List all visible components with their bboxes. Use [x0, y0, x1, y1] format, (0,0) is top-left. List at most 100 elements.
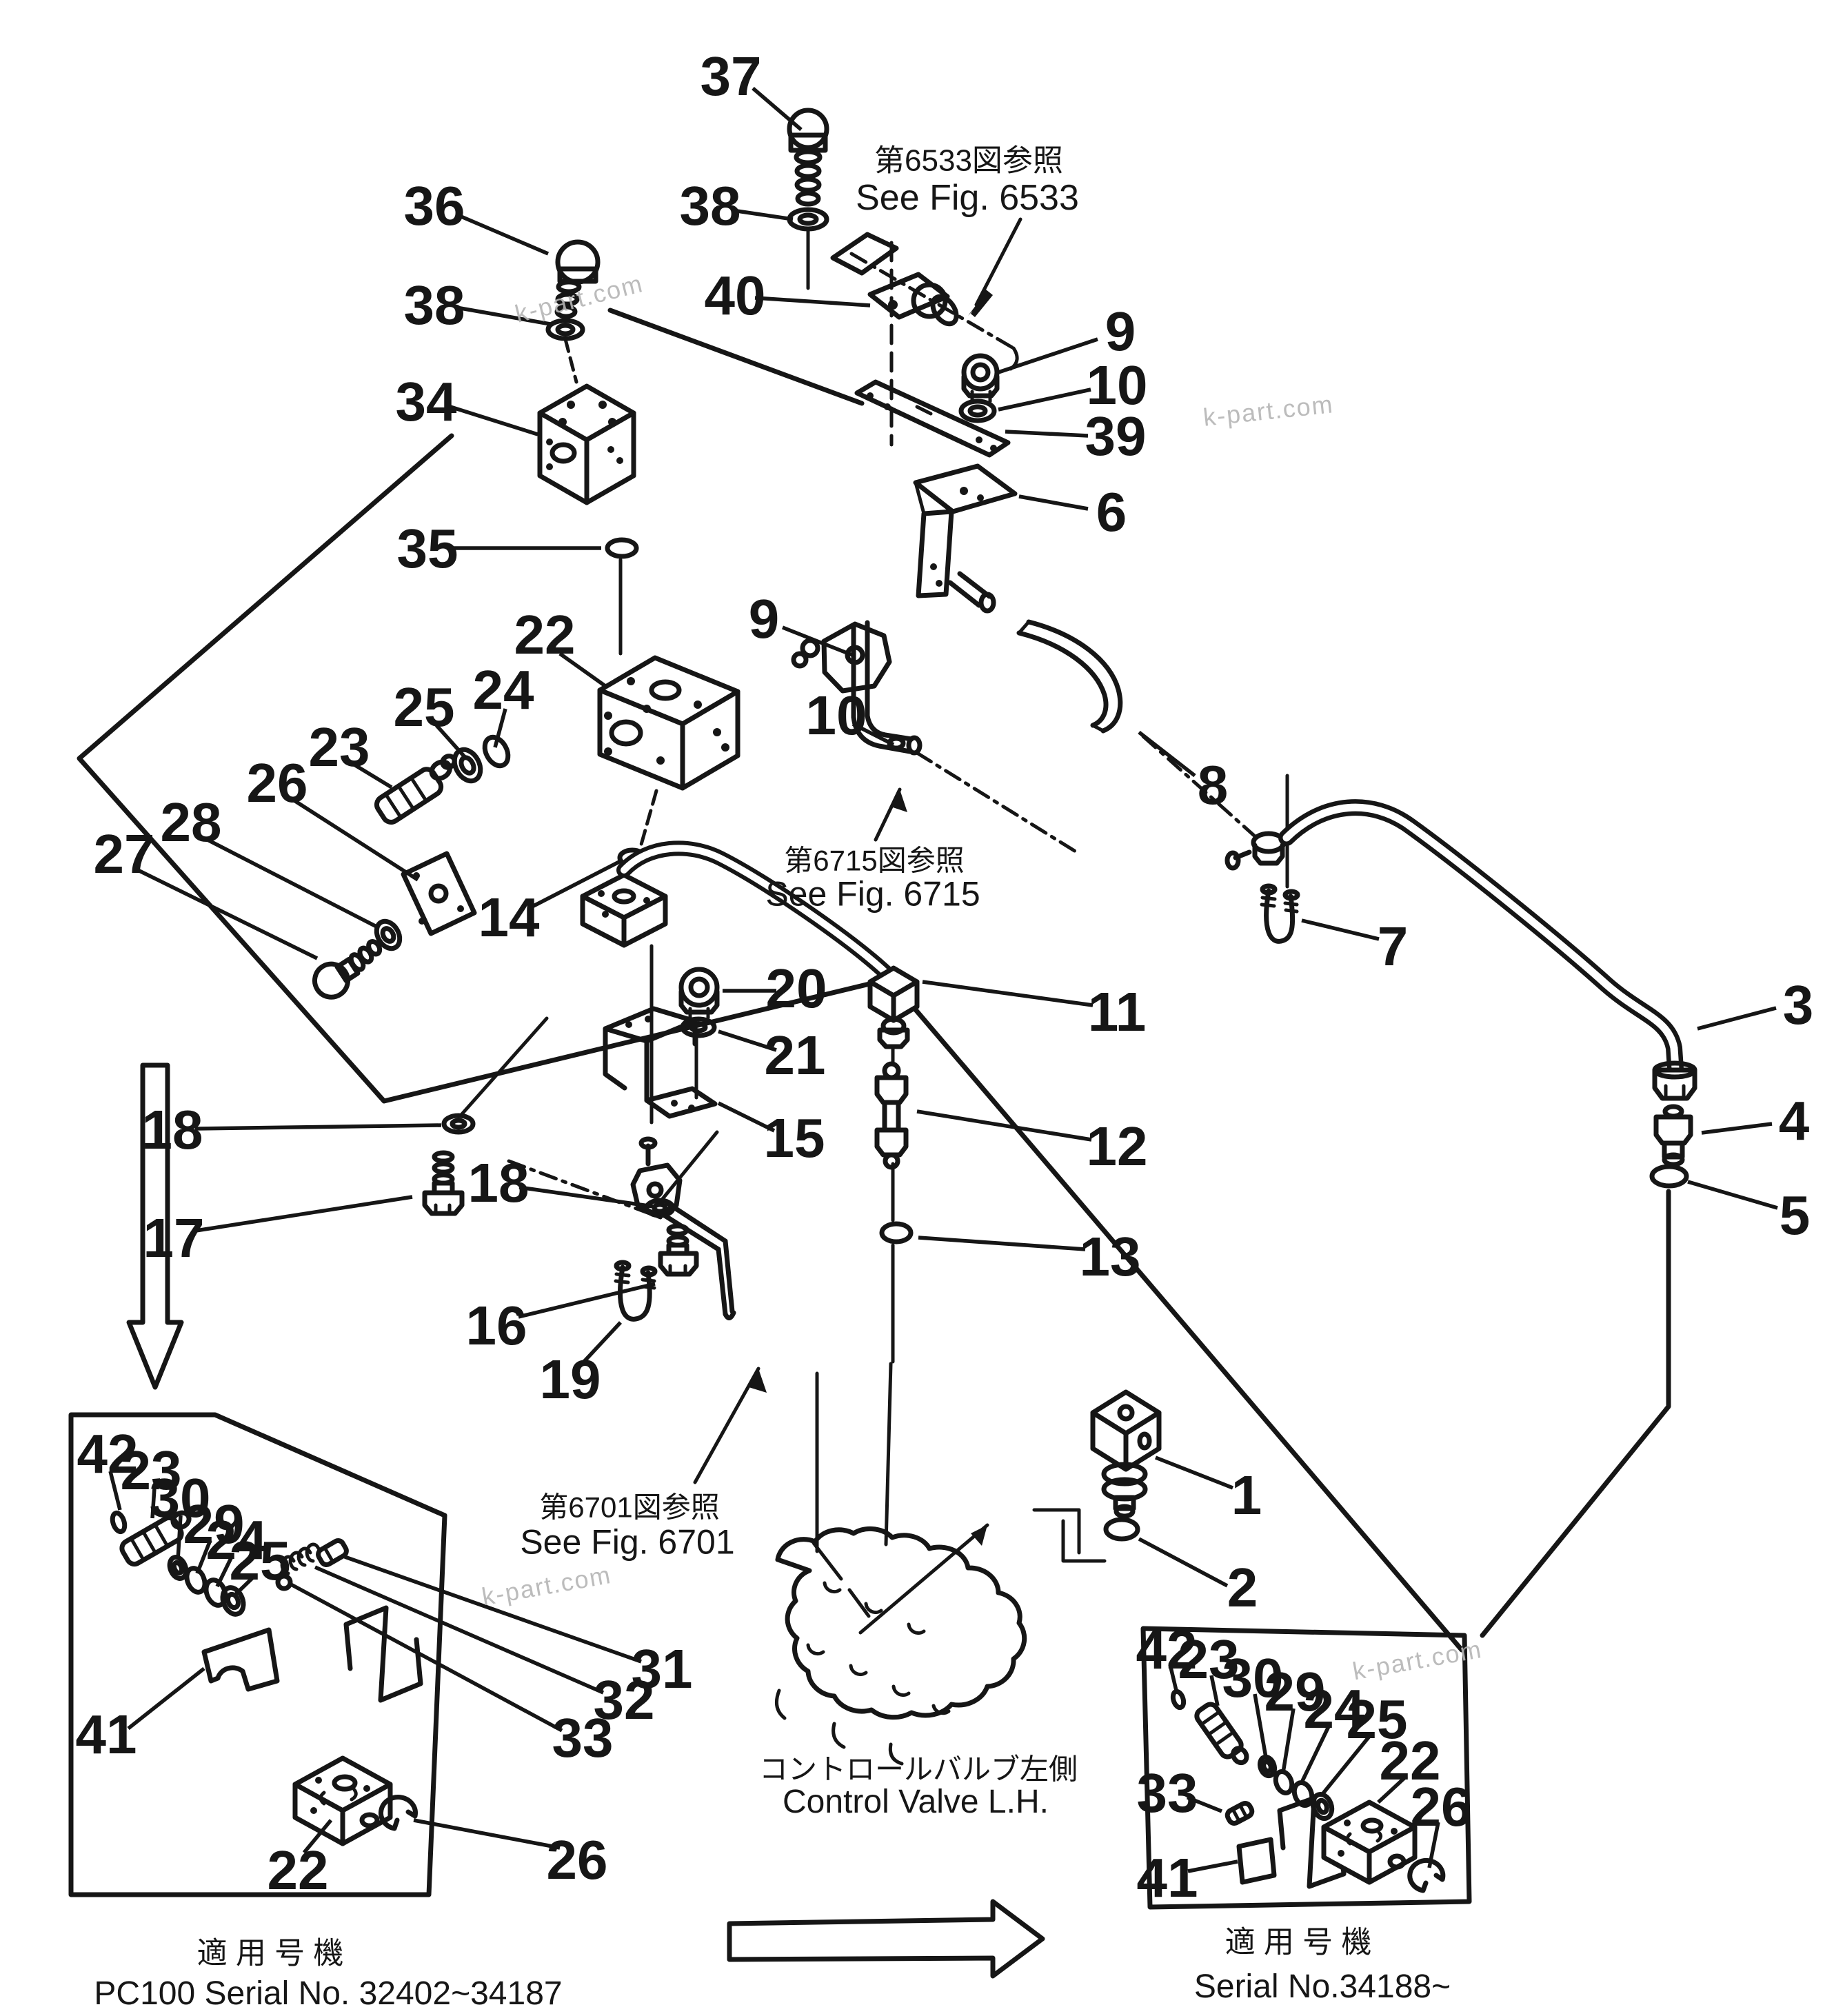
- part-number-23: 23: [121, 1440, 182, 1501]
- callout-leader-25: [434, 724, 468, 760]
- washer-10: [958, 399, 997, 423]
- snap-ring-26-left: [379, 1795, 418, 1831]
- callout-leader-29: [195, 1539, 212, 1575]
- part-number-18: 18: [468, 1152, 530, 1213]
- block-14: [580, 872, 668, 948]
- flow-arrows: [126, 1062, 1045, 1979]
- part-number-22: 22: [268, 1839, 329, 1901]
- reference-arrows: [693, 217, 1022, 1635]
- watermark-2: k-part.com: [480, 1560, 614, 1611]
- spring-32: [280, 1542, 321, 1575]
- serial-left-box: [68, 1412, 447, 1897]
- callout-leader-22: [302, 1819, 333, 1854]
- plate-26-upper: [401, 851, 477, 936]
- part-number-21: 21: [765, 1025, 826, 1086]
- bracket-39: [854, 379, 1011, 458]
- fig6701-ref-jp: 第6701図参照: [539, 1491, 719, 1524]
- part-number-31: 31: [632, 1638, 693, 1700]
- part-number-24: 24: [1304, 1678, 1365, 1740]
- part-number-18: 18: [142, 1099, 203, 1160]
- callout-leader-7: [1301, 918, 1380, 941]
- control-valve-caption-en: Control Valve L.H.: [783, 1784, 1049, 1820]
- hose-8: [947, 571, 1123, 734]
- callout-leader-38: [456, 305, 551, 326]
- part-number-42: 42: [77, 1423, 139, 1484]
- callout-leader-26: [413, 1818, 561, 1850]
- callout-leader-22: [1377, 1774, 1408, 1804]
- tee-valve-assembly: [630, 1136, 736, 1320]
- callout-leader-14: [527, 860, 621, 911]
- part-number-23: 23: [1178, 1629, 1240, 1690]
- part-number-38: 38: [680, 175, 741, 236]
- ring-29-left: [184, 1566, 208, 1595]
- callout-leader-1: [1154, 1455, 1234, 1490]
- plate-41-left: [201, 1627, 280, 1692]
- plate-strip: [830, 232, 899, 276]
- part-number-41: 41: [76, 1704, 137, 1765]
- left-box-parts: [110, 1510, 423, 1846]
- callout-leader-42: [108, 1471, 122, 1511]
- part-number-29: 29: [1264, 1661, 1326, 1722]
- washer-38-top: [787, 207, 829, 232]
- callout-leader-32: [314, 1565, 605, 1695]
- part-number-42: 42: [1136, 1619, 1198, 1680]
- part-number-22: 22: [1380, 1730, 1441, 1791]
- callout-leader-25: [1321, 1733, 1373, 1795]
- o-ring-42-left: [110, 1510, 128, 1535]
- part-number-22: 22: [514, 604, 576, 665]
- part-number-20: 20: [766, 958, 827, 1019]
- washer-28: [374, 918, 403, 951]
- callout-leader-9: [781, 625, 854, 657]
- applicability-left-en: PC100 Serial No. 32402~34187: [94, 1975, 562, 2012]
- callout-leader-38: [732, 208, 794, 221]
- valve-pointer-arrow: [858, 1523, 989, 1635]
- ring-24-right: [1291, 1780, 1315, 1808]
- part-number-26: 26: [1411, 1776, 1472, 1837]
- callout-leader-8: [1138, 730, 1196, 778]
- watermark-0: k-part.com: [512, 269, 646, 328]
- zigzag-strap-left: [343, 1605, 423, 1703]
- callout-leader-40: [754, 296, 871, 308]
- part-number-25: 25: [230, 1530, 291, 1591]
- part-number-5: 5: [1780, 1185, 1811, 1246]
- part-number-33: 33: [1137, 1762, 1198, 1824]
- part-number-14: 14: [478, 887, 540, 948]
- part-number-23: 23: [309, 716, 370, 778]
- part-callouts: 3738403638343522242523262827149103969108…: [76, 46, 1814, 1908]
- fig6701-arrow: [693, 1367, 760, 1484]
- part-number-36: 36: [404, 175, 465, 236]
- part-number-13: 13: [1080, 1226, 1141, 1287]
- part-number-26: 26: [247, 752, 308, 814]
- callout-leader-15: [717, 1101, 776, 1133]
- callout-leader-25: [232, 1575, 255, 1597]
- callout-leader-11: [922, 980, 1094, 1007]
- part-number-40: 40: [705, 265, 766, 326]
- callout-leader-6: [1018, 494, 1089, 511]
- part-number-1: 1: [1231, 1464, 1262, 1526]
- watermark-1: k-part.com: [1202, 390, 1335, 432]
- callout-leader-27: [137, 868, 319, 960]
- step-bracket-lines: [1032, 1508, 1107, 1563]
- callout-leader-39: [1005, 430, 1089, 438]
- ring-29-right: [1273, 1769, 1295, 1795]
- part-number-24: 24: [473, 659, 534, 720]
- part-number-16: 16: [466, 1295, 527, 1356]
- o-ring-13: [879, 1221, 914, 1244]
- pipe-to-elbow-11: [616, 840, 893, 980]
- callout-leader-9: [998, 337, 1098, 374]
- part-number-10: 10: [1087, 354, 1148, 416]
- down-arrow: [126, 1062, 184, 1390]
- part-number-19: 19: [540, 1349, 601, 1410]
- ball-33-left: [275, 1573, 293, 1591]
- callout-leader-24: [1300, 1724, 1331, 1782]
- snap-ring-26-right: [1407, 1857, 1446, 1893]
- callout-leader-33: [1186, 1795, 1223, 1813]
- assembly-axes: [458, 229, 1289, 1553]
- callout-leader-23: [352, 762, 393, 789]
- fig6715-valve-cluster: [791, 620, 923, 756]
- washer-38-left: [545, 318, 585, 341]
- o-ring-18-left: [441, 1113, 476, 1135]
- plate-41-right: [1236, 1837, 1277, 1885]
- part-number-34: 34: [396, 371, 457, 432]
- part-number-25: 25: [1347, 1689, 1408, 1750]
